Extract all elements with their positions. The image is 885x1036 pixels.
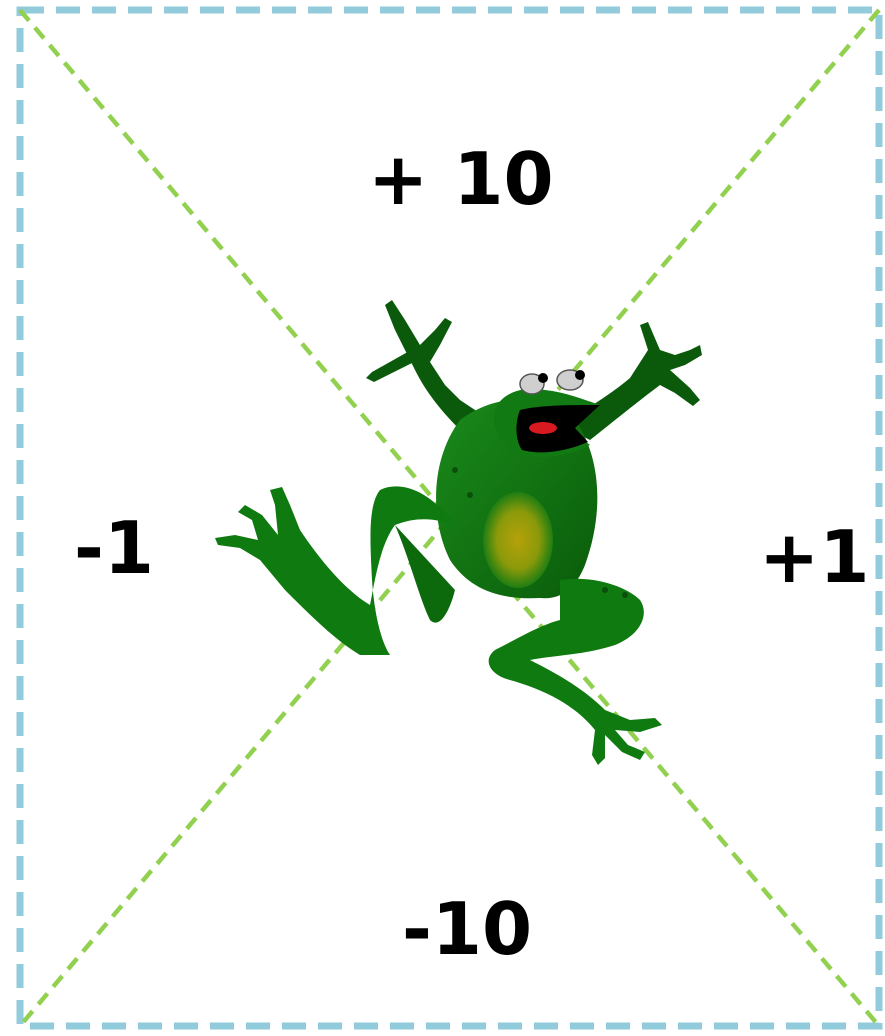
score-right-label: +1 xyxy=(759,521,869,593)
score-bottom-label: -10 xyxy=(402,893,532,965)
frog-icon xyxy=(215,300,702,765)
score-left-label: -1 xyxy=(74,512,154,584)
score-top-label: + 10 xyxy=(368,143,554,215)
